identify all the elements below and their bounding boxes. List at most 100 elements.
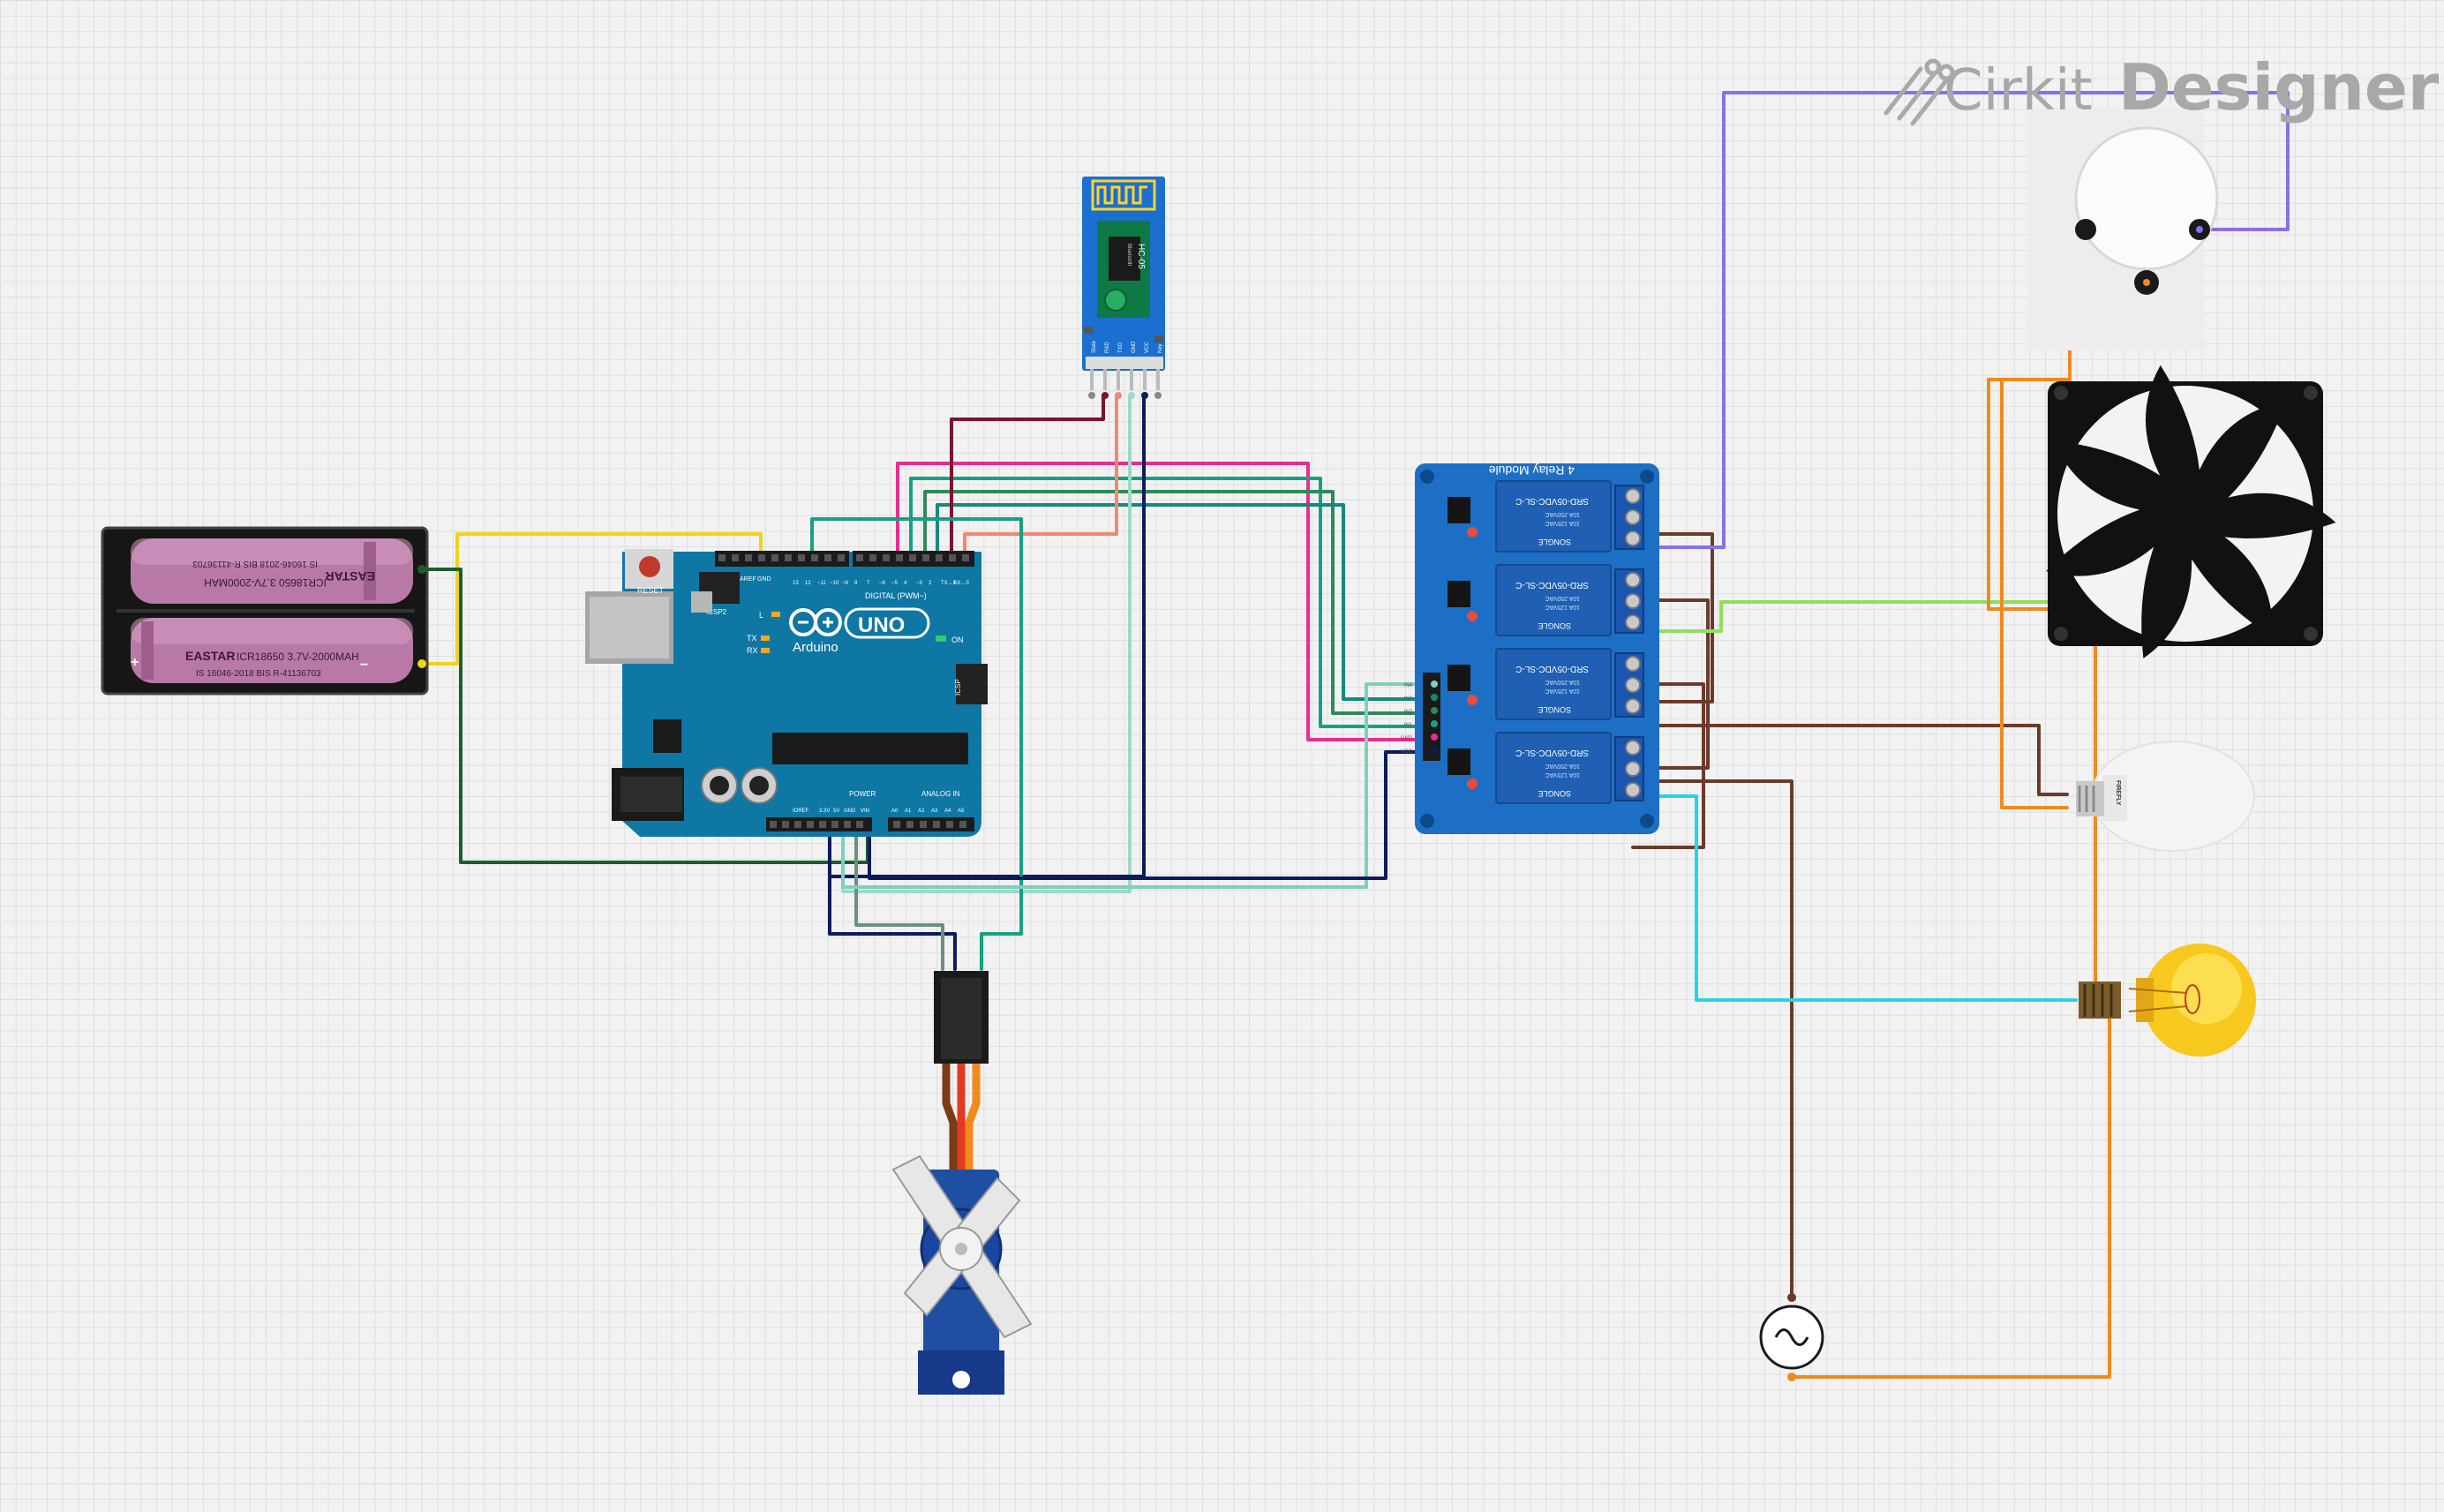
wire-relay-com-brown[interactable] <box>1631 532 1714 703</box>
relay-input-pin[interactable] <box>1431 747 1438 754</box>
wire-relay-com-brown3[interactable] <box>1631 682 1705 849</box>
wire-relay-vcc-lightteal[interactable] <box>841 682 1436 889</box>
header-pin[interactable] <box>856 821 863 828</box>
on-label: ON <box>951 636 964 644</box>
battery-terminal-pos[interactable] <box>417 659 426 668</box>
wire-rx-bt-maroon[interactable] <box>950 394 1105 558</box>
relay-input-pin[interactable] <box>1431 681 1438 688</box>
wire-relay-fan-lime[interactable] <box>1631 600 2051 633</box>
relay-screw-terminal[interactable] <box>1625 593 1641 609</box>
wire-pin6-relay-green[interactable] <box>923 490 1436 715</box>
relay-screw-terminal[interactable] <box>1625 761 1641 777</box>
header-pin[interactable] <box>869 554 876 561</box>
header-pin[interactable] <box>909 554 916 561</box>
bt-pin-terminal[interactable] <box>1128 392 1135 399</box>
bt-pin-terminal[interactable] <box>1141 392 1148 399</box>
wire-tx-bt-salmon[interactable] <box>963 394 1118 558</box>
wire-relay-incandescent-cyan[interactable] <box>1631 794 2078 1002</box>
cooling-fan[interactable] <box>2046 365 2336 658</box>
ac-power-source[interactable] <box>1759 1293 1824 1381</box>
wire-relay-bus-brown2[interactable] <box>1631 598 1710 770</box>
battery-terminal-neg[interactable] <box>417 565 426 574</box>
header-pin[interactable] <box>771 554 778 561</box>
relay-cube <box>1495 480 1612 553</box>
wire-servo-signal-teal[interactable] <box>810 517 1023 971</box>
header-pin[interactable] <box>959 821 966 828</box>
relay-screw-terminal[interactable] <box>1625 740 1641 756</box>
relay-screw-terminal[interactable] <box>1625 698 1641 714</box>
header-pin[interactable] <box>819 821 826 828</box>
header-pin[interactable] <box>807 821 814 828</box>
wire-relay-gnd-navy[interactable] <box>868 750 1436 880</box>
header-pin[interactable] <box>794 821 801 828</box>
ac-terminal-bottom[interactable] <box>1787 1373 1796 1381</box>
wire-relay-socket-purple[interactable] <box>1631 91 2290 549</box>
wire-battery-vin-yellow[interactable] <box>420 532 763 666</box>
digital-pin-label: ~11 <box>817 581 826 586</box>
relay-screw-terminal[interactable] <box>1625 509 1641 525</box>
header-pin[interactable] <box>949 554 956 561</box>
relay-cube-brand: SONGLE <box>1538 538 1571 546</box>
header-pin[interactable] <box>824 554 831 561</box>
relay-screw-terminal[interactable] <box>1625 572 1641 588</box>
header-pin[interactable] <box>798 554 805 561</box>
servo-motor[interactable] <box>891 971 1033 1395</box>
led-bulb[interactable]: FIREFLY <box>2076 741 2255 852</box>
header-pin[interactable] <box>758 554 765 561</box>
header-pin[interactable] <box>896 554 903 561</box>
header-pin[interactable] <box>883 554 890 561</box>
bt-pin-terminal[interactable] <box>1154 392 1162 399</box>
wire-servo-gnd-navy[interactable] <box>828 826 957 971</box>
header-pin[interactable] <box>770 821 777 828</box>
header-pin[interactable] <box>782 821 789 828</box>
bt-pin-terminal[interactable] <box>1102 392 1109 399</box>
header-pin[interactable] <box>785 554 792 561</box>
relay-screw-terminal[interactable] <box>1625 488 1641 504</box>
header-pin[interactable] <box>962 554 969 561</box>
wall-socket[interactable] <box>2027 108 2219 350</box>
relay-cube <box>1495 564 1612 636</box>
bt-pin-terminal[interactable] <box>1115 392 1122 399</box>
relay-input-pin[interactable] <box>1431 694 1438 701</box>
wire-neutral-source-orange[interactable] <box>1790 1013 2111 1379</box>
relay-screw-terminal[interactable] <box>1625 677 1641 693</box>
header-pin[interactable] <box>732 554 739 561</box>
header-pin[interactable] <box>844 821 851 828</box>
wire-relay-com-source-brown[interactable] <box>1658 779 1794 1299</box>
header-pin[interactable] <box>906 821 914 828</box>
relay-screw-terminal[interactable] <box>1625 656 1641 672</box>
wire-pin4-relay-pink[interactable] <box>896 462 1436 741</box>
wire-servo-vcc-graygreen[interactable] <box>854 826 944 971</box>
relay-screw-terminal[interactable] <box>1625 530 1641 546</box>
wire-relay-led-brown[interactable] <box>1631 724 2069 796</box>
header-pin[interactable] <box>745 554 752 561</box>
incandescent-bulb[interactable] <box>2079 944 2256 1057</box>
header-pin[interactable] <box>856 554 863 561</box>
header-pin[interactable] <box>893 821 900 828</box>
header-pin[interactable] <box>933 821 940 828</box>
relay-screw-terminal[interactable] <box>1625 614 1641 630</box>
header-pin[interactable] <box>718 554 726 561</box>
relay-input-pin[interactable] <box>1431 733 1438 741</box>
relay-input-pin[interactable] <box>1431 720 1438 727</box>
relay-screw-terminal[interactable] <box>1625 782 1641 798</box>
relay-input-pin[interactable] <box>1431 707 1438 714</box>
header-pin[interactable] <box>936 554 943 561</box>
header-pin[interactable] <box>831 821 838 828</box>
header-pin[interactable] <box>922 554 929 561</box>
wire-pin7-relay-teal2[interactable] <box>936 503 1436 701</box>
battery-cell-bottom-model: ICR18650 3.7V-2000MAH <box>237 651 359 663</box>
header-pin[interactable] <box>946 821 953 828</box>
wire-neutral-led-orange[interactable] <box>2000 380 2069 809</box>
header-pin[interactable] <box>838 554 845 561</box>
battery-holder[interactable]: ICR18650 3.7V-2000MAH IS 16046-2018 BIS … <box>101 526 429 696</box>
header-pin[interactable] <box>811 554 818 561</box>
header-pin[interactable] <box>920 821 927 828</box>
bt-pin-terminal[interactable] <box>1088 392 1095 399</box>
wire-pin5-relay-teal[interactable] <box>909 477 1436 728</box>
ac-terminal-top[interactable] <box>1787 1293 1796 1302</box>
